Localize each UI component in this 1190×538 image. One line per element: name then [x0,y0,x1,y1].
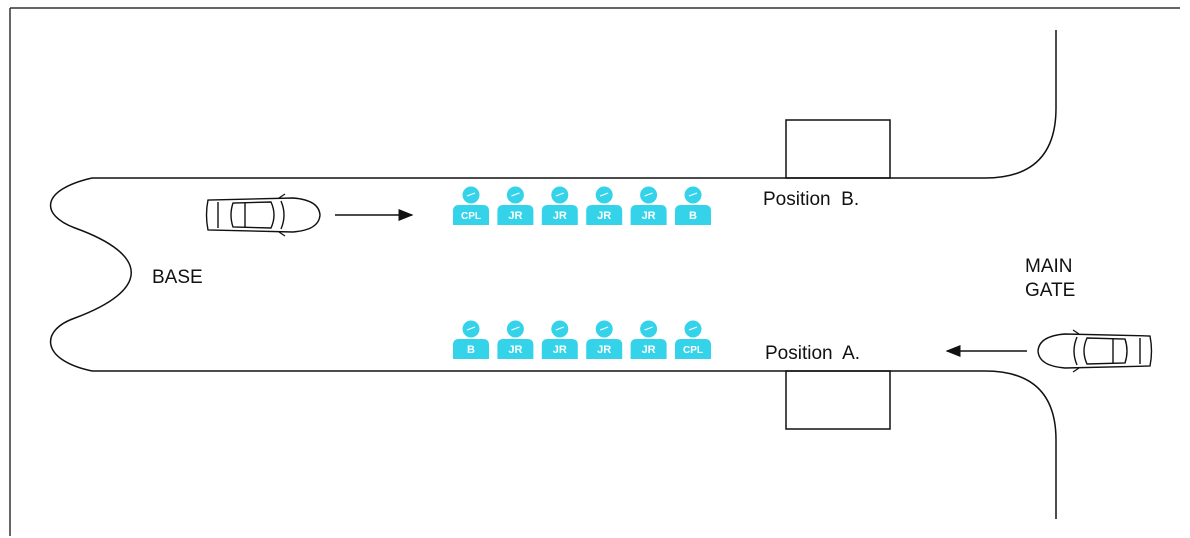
helmet-mark [599,192,609,197]
personnel-figure: CPL [675,320,711,359]
personnel-figure: JR [497,320,534,359]
main-gate-label-line1: MAIN [1025,256,1073,277]
helmet-mark [555,326,565,331]
person-body-icon [453,339,489,359]
personnel-figure: B [675,186,711,225]
rank-label: B [467,344,475,356]
person-body-icon [675,339,711,359]
rank-label: CPL [683,345,703,356]
helmet-mark [466,326,476,331]
position-b-label: Position B. [763,189,859,210]
personnel-figure: B [453,320,489,359]
helmet-mark [555,192,565,197]
helmet-mark [688,192,698,197]
personnel-figure: JR [497,186,534,225]
rank-label: JR [597,344,611,356]
personnel-figure: JR [586,320,623,359]
rank-label: B [689,210,697,222]
person-body-icon [453,205,489,225]
person-body-icon [497,205,534,225]
person-body-icon [586,205,623,225]
guard-booth-a [785,370,891,430]
person-body-icon [541,339,578,359]
personnel-figure: JR [541,320,578,359]
vehicle-right [1037,329,1153,373]
rank-label: JR [597,210,611,222]
car-icon [205,193,321,237]
vehicle-left [205,193,321,237]
diagram-frame [9,7,1180,536]
personnel-figure: JR [630,186,667,225]
road [49,30,1057,519]
helmet-mark [644,192,653,197]
person-body-icon [675,205,711,225]
main-gate-label-line2: GATE [1025,280,1075,301]
road-top-edge [92,30,1057,179]
person-body-icon [497,339,534,359]
rank-label: JR [642,210,656,222]
person-body-icon [586,339,623,359]
person-body-icon [541,205,578,225]
rank-label: JR [553,344,567,356]
personnel-figure: JR [586,186,623,225]
road-end-wavy [49,177,132,372]
helmet-mark [688,326,698,331]
base-label: BASE [152,267,203,288]
guard-booth-b [785,119,891,179]
position-a-label: Position A. [765,343,860,364]
personnel-figure: JR [630,320,667,359]
helmet-mark [466,192,476,197]
helmet-mark [511,326,520,331]
car-icon [1037,329,1153,373]
helmet-mark [644,326,653,331]
rank-label: JR [642,344,656,356]
road-bottom-edge [92,370,1057,519]
personnel-row-position-b: CPL JR JR JR JR B [453,186,711,225]
person-body-icon [630,205,667,225]
rank-label: JR [508,344,522,356]
rank-label: JR [553,210,567,222]
helmet-mark [511,192,520,197]
personnel-figure: JR [541,186,578,225]
personnel-row-position-a: B JR JR JR JR CPL [453,320,711,359]
person-body-icon [630,339,667,359]
personnel-figure: CPL [453,186,489,225]
rank-label: JR [508,210,522,222]
helmet-mark [599,326,609,331]
rank-label: CPL [461,211,481,222]
